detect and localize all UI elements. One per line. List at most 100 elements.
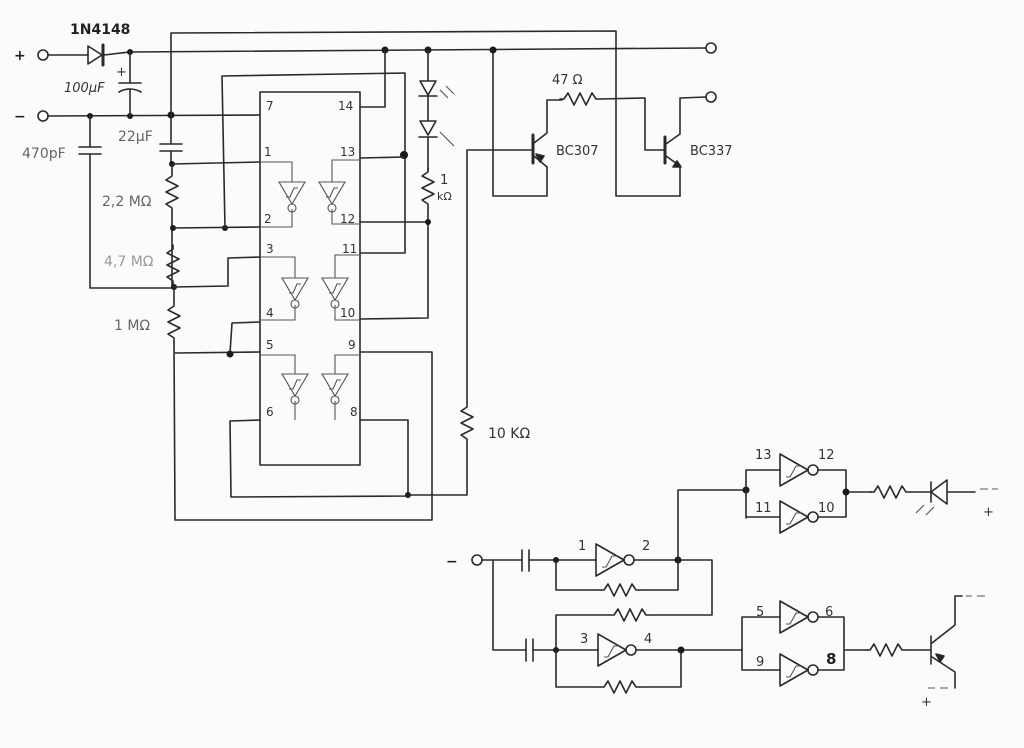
plus-terminal-label: + (14, 48, 26, 64)
resistor-10k (460, 402, 474, 444)
bc337-label: BC337 (690, 144, 733, 159)
wire-pins-12-10 (359, 207, 429, 320)
resistor-4m7 (166, 244, 180, 286)
output-terminal-positive[interactable] (705, 42, 717, 54)
func-gate-3-4 (597, 633, 637, 667)
resistor-1m (167, 301, 181, 343)
func-pin-6: 6 (825, 605, 833, 620)
func-pin-9: 9 (756, 655, 764, 670)
diode-label: 1N4148 (70, 22, 130, 38)
wire-pin1 (171, 161, 261, 165)
resistor-2m2 (165, 171, 179, 213)
resistor-47 (559, 92, 601, 106)
lower-minus-label: − (446, 554, 458, 570)
wire-pin2-to-pin11 (221, 72, 406, 254)
transistor-bc307 (531, 99, 563, 168)
schmitt-gate-13-12 (318, 181, 346, 213)
resistor-1m-label: 1 MΩ (114, 318, 150, 334)
func-pin-3: 3 (580, 632, 588, 647)
schmitt-gate-9-8 (321, 373, 349, 405)
pin-7-label: 7 (266, 99, 274, 113)
capacitor-100uf (118, 51, 142, 117)
resistor-1k-unit: kΩ (437, 190, 452, 203)
wire-pin14 (359, 49, 386, 108)
func-led-resistor (869, 485, 911, 499)
capacitor-polarity-label: + (116, 65, 127, 80)
func-feedback-resistor-2 (599, 680, 641, 694)
wire-pin6-pin8 (229, 419, 409, 498)
resistor-10k-label: 10 KΩ (488, 426, 530, 442)
func-pin-1: 1 (578, 539, 586, 554)
negative-rail (47, 114, 261, 117)
wire-to-bc307-base (466, 149, 533, 404)
wire-bc337-base (599, 97, 665, 151)
minus-terminal-label: − (14, 109, 26, 125)
func-gate-5-6 (779, 600, 819, 634)
wire-pin2 (172, 226, 261, 229)
led-1 (418, 49, 455, 121)
pin-8-label: 8 (350, 405, 358, 419)
pin-9-label: 9 (348, 338, 356, 352)
capacitor-470pf-label: 470pF (22, 146, 66, 162)
pin-14-label: 14 (338, 99, 353, 113)
func-pin-4: 4 (644, 632, 652, 647)
resistor-1k-value: 1 (440, 173, 448, 188)
pin-11-label: 11 (342, 242, 357, 256)
func-pin-8: 8 (826, 650, 836, 668)
func-led-plus: + (983, 505, 994, 520)
ground-return-wire (170, 30, 681, 197)
wire-to-10k (407, 442, 468, 496)
schmitt-gate-5-6 (281, 373, 309, 405)
capacitor-22uf-label: 22µF (118, 129, 153, 145)
pin-5-label: 5 (266, 338, 274, 352)
wire-pin3 (173, 256, 261, 288)
pin-3-label: 3 (266, 242, 274, 256)
schmitt-gate-11-10 (321, 277, 349, 309)
func-pin-10: 10 (818, 501, 835, 516)
func-feedback-resistor-1 (599, 583, 641, 597)
pin-1-label: 1 (264, 145, 272, 159)
func-gate-9-8 (779, 653, 819, 687)
diode-1n4148 (87, 43, 105, 67)
func-pin-12: 12 (818, 448, 835, 463)
resistor-1k (421, 167, 435, 209)
output-terminal-switched[interactable] (705, 91, 717, 103)
func-pin-5: 5 (756, 605, 764, 620)
func-pin-13: 13 (755, 448, 772, 463)
func-gate-1-2 (595, 543, 635, 577)
schmitt-gate-3-4 (281, 277, 309, 309)
func-pin-2: 2 (642, 539, 650, 554)
func-gate-11-10 (779, 500, 819, 534)
func-transistor (928, 595, 985, 689)
wire-pin4-pin5 (174, 321, 261, 354)
capacitor-22uf (159, 114, 183, 165)
led-2 (418, 120, 455, 171)
minus-terminal[interactable] (37, 110, 49, 122)
capacitor-100uf-label: 100µF (64, 81, 105, 96)
pin-4-label: 4 (266, 306, 274, 320)
func-led (915, 488, 998, 516)
plus-terminal[interactable] (37, 49, 49, 61)
func-gate-13-12 (779, 453, 819, 487)
resistor-4m7-label: 4,7 MΩ (104, 254, 154, 270)
lower-input-terminal[interactable] (471, 554, 483, 566)
wire-bc307-emitter (492, 49, 548, 197)
schmitt-gate-1-2 (278, 181, 306, 213)
ic-74hc14 (259, 91, 361, 466)
func-coupling-resistor (609, 608, 651, 622)
capacitor-470pf (78, 115, 173, 289)
resistor-2m2-label: 2,2 MΩ (102, 194, 152, 210)
bc307-label: BC307 (556, 144, 599, 159)
pin-13-label: 13 (340, 145, 355, 159)
pin-2-label: 2 (264, 212, 272, 226)
transistor-bc337 (663, 96, 707, 197)
positive-rail (47, 47, 707, 56)
func-pin-11: 11 (755, 501, 772, 516)
func-transistor-plus: + (921, 695, 932, 710)
functional-diagram: − 1 2 3 4 13 12 11 10 + (446, 448, 998, 710)
wire-pin9 (173, 286, 433, 521)
pin-10-label: 10 (340, 306, 355, 320)
func-transistor-resistor (865, 643, 907, 657)
